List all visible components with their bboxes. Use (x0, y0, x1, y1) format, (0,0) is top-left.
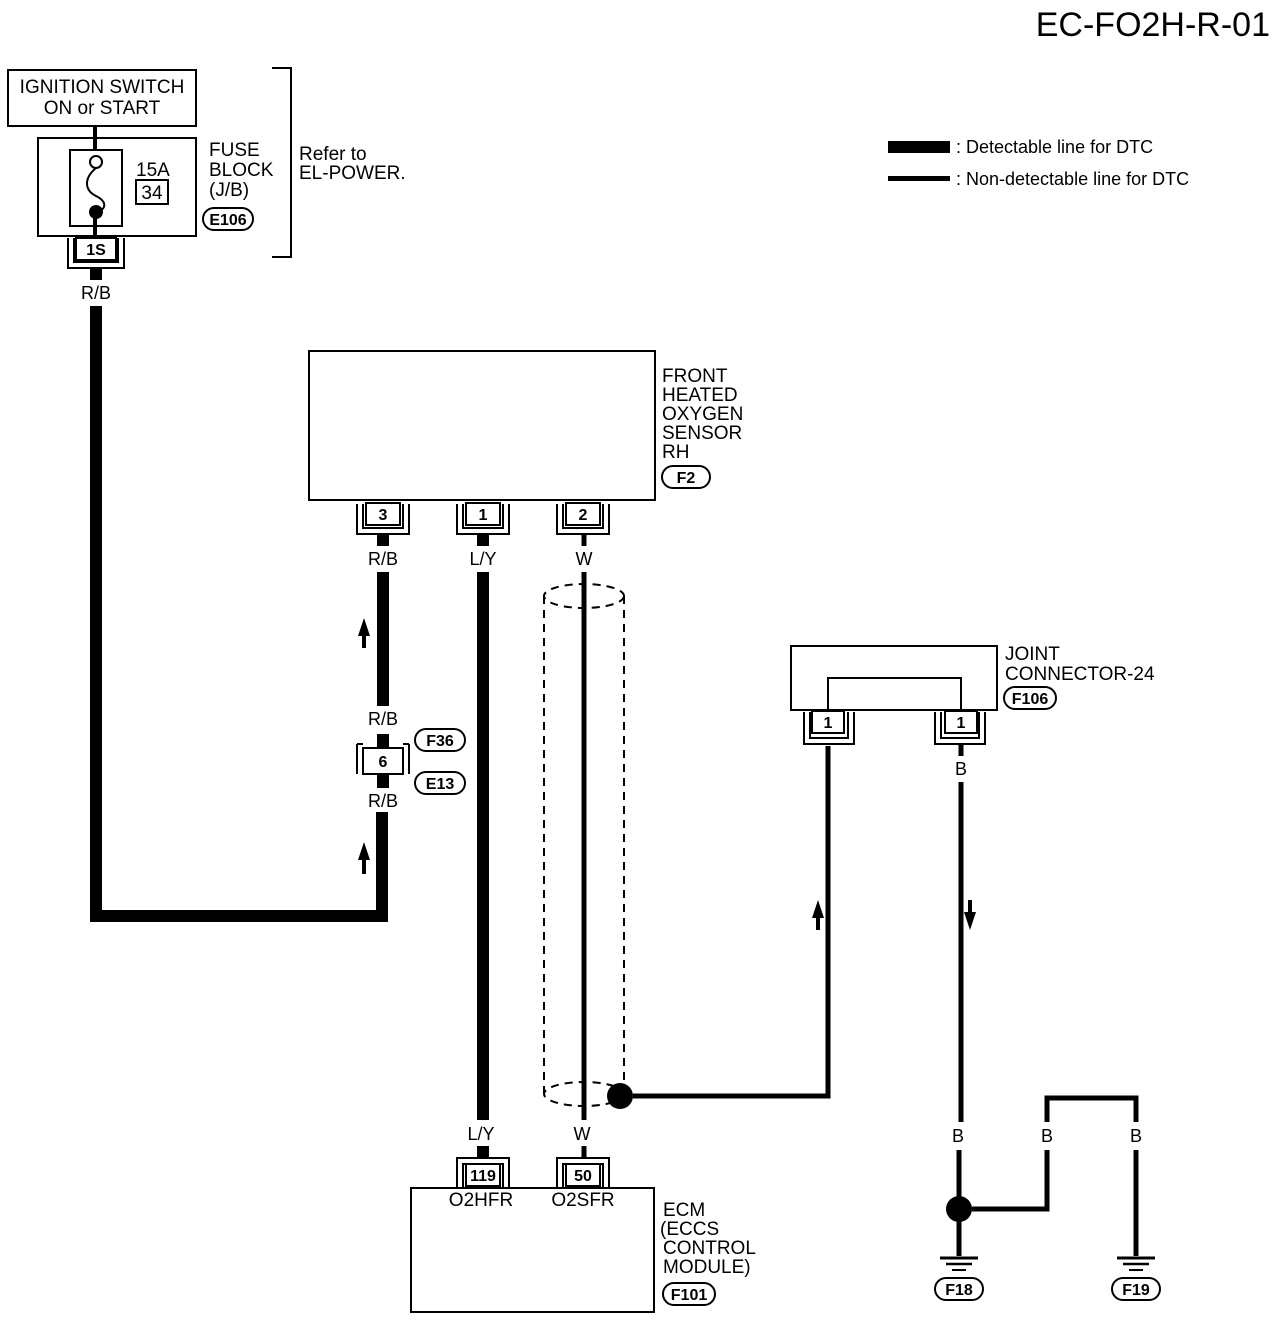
fuse-pin-1s: 1S (86, 242, 106, 259)
wire-shield-drain (633, 746, 831, 1099)
legend-detectable-text: : Detectable line for DTC (956, 137, 1153, 157)
wire-label-ly-bottom: L/Y (467, 1124, 494, 1144)
fuse-block-label1: FUSE (209, 140, 260, 161)
wire-label-b-ground1: B (952, 1126, 964, 1146)
ecm-pin-119: 119 (470, 1168, 496, 1185)
wire-rb-power (90, 306, 388, 922)
sensor-connector: F2 (677, 470, 696, 487)
inline-connector-pin: 6 (379, 754, 388, 771)
wire-label-rb-sensor: R/B (368, 549, 398, 569)
fuse-block-label3: (J/B) (209, 180, 249, 201)
refer-line2: EL-POWER. (299, 163, 406, 184)
fuse-block: 15A 34 FUSE BLOCK (J/B) E106 1S (37, 126, 274, 269)
legend-thick-swatch (888, 141, 950, 153)
refer-bracket: Refer to EL-POWER. (272, 67, 406, 258)
wire-label-rb-fuse: R/B (81, 283, 111, 303)
ignition-switch: IGNITION SWITCH ON or START (7, 69, 197, 127)
sensor-pin-3: 3 (379, 507, 388, 524)
ground-f19-label: F19 (1122, 1282, 1150, 1299)
joint-line2: CONNECTOR-24 (1005, 664, 1155, 685)
fuse-block-label2: BLOCK (209, 160, 274, 181)
ground-splice (946, 1196, 972, 1222)
ecm-line2: (ECCS (660, 1219, 719, 1240)
wire-label-rb-upper: R/B (368, 709, 398, 729)
wire-label-rb-lower: R/B (368, 791, 398, 811)
joint-pin-right: 1 (957, 715, 966, 732)
ecm-line4: MODULE) (663, 1257, 751, 1278)
sensor-line1: FRONT (662, 366, 728, 387)
ground-icon (1117, 1256, 1155, 1271)
sensor-pin-2: 2 (579, 507, 588, 524)
legend-non-detectable-text: : Non-detectable line for DTC (956, 169, 1189, 189)
ecm-signal-o2hfr: O2HFR (449, 1190, 513, 1211)
joint-line1: JOINT (1005, 644, 1060, 665)
ecm-line1: ECM (663, 1200, 705, 1221)
wire-label-w-bottom: W (574, 1124, 591, 1144)
ecm: 119 50 O2HFR O2SFR ECM (ECCS CONTROL MOD… (410, 1157, 756, 1313)
fuse-block-connector: E106 (209, 212, 246, 229)
joint-connector: JOINT CONNECTOR-24 F106 1 1 (790, 644, 1155, 745)
arrow-up-icon (358, 618, 370, 648)
wire-label-b-jumper: B (1041, 1126, 1053, 1146)
wire-label-b-ground2: B (1130, 1126, 1142, 1146)
refer-line1: Refer to (299, 144, 367, 165)
inline-connector-upper-id: F36 (426, 733, 454, 750)
diagram-title: EC-FO2H-R-01 (1036, 6, 1270, 44)
inline-connector: R/B 6 R/B F36 E13 (356, 709, 466, 811)
arrow-up-icon (812, 900, 824, 930)
ground-icon (940, 1256, 978, 1271)
sensor-line2: HEATED (662, 385, 738, 406)
arrow-down-icon (964, 900, 976, 930)
sensor-line3: OXYGEN (662, 404, 743, 425)
ecm-pin-50: 50 (574, 1168, 592, 1185)
wire-label-b-joint: B (955, 759, 967, 779)
ecm-line3: CONTROL (663, 1238, 756, 1259)
ecm-connector: F101 (671, 1287, 708, 1304)
joint-connector-id: F106 (1012, 691, 1049, 708)
ignition-line2: ON or START (44, 98, 161, 119)
sensor-pin-1: 1 (479, 507, 488, 524)
ignition-line1: IGNITION SWITCH (20, 77, 185, 98)
arrow-up-icon (358, 842, 370, 874)
sensor-line4: SENSOR (662, 423, 742, 444)
shield-splice (607, 1083, 633, 1109)
ground-f18-label: F18 (945, 1282, 973, 1299)
joint-pin-left: 1 (824, 715, 833, 732)
fuse-amps: 15A (136, 160, 170, 181)
sensor-line5: RH (662, 442, 689, 463)
ecm-signal-o2sfr: O2SFR (551, 1190, 614, 1211)
front-heated-oxygen-sensor: FRONT HEATED OXYGEN SENSOR RH F2 3 1 2 (308, 350, 743, 535)
wire-label-w-top: W (576, 549, 593, 569)
wire-label-ly-top: L/Y (469, 549, 496, 569)
legend-thin-swatch (888, 176, 950, 181)
fuse-number: 34 (141, 183, 163, 204)
inline-connector-lower-id: E13 (426, 776, 455, 793)
legend: : Detectable line for DTC : Non-detectab… (888, 137, 1189, 189)
